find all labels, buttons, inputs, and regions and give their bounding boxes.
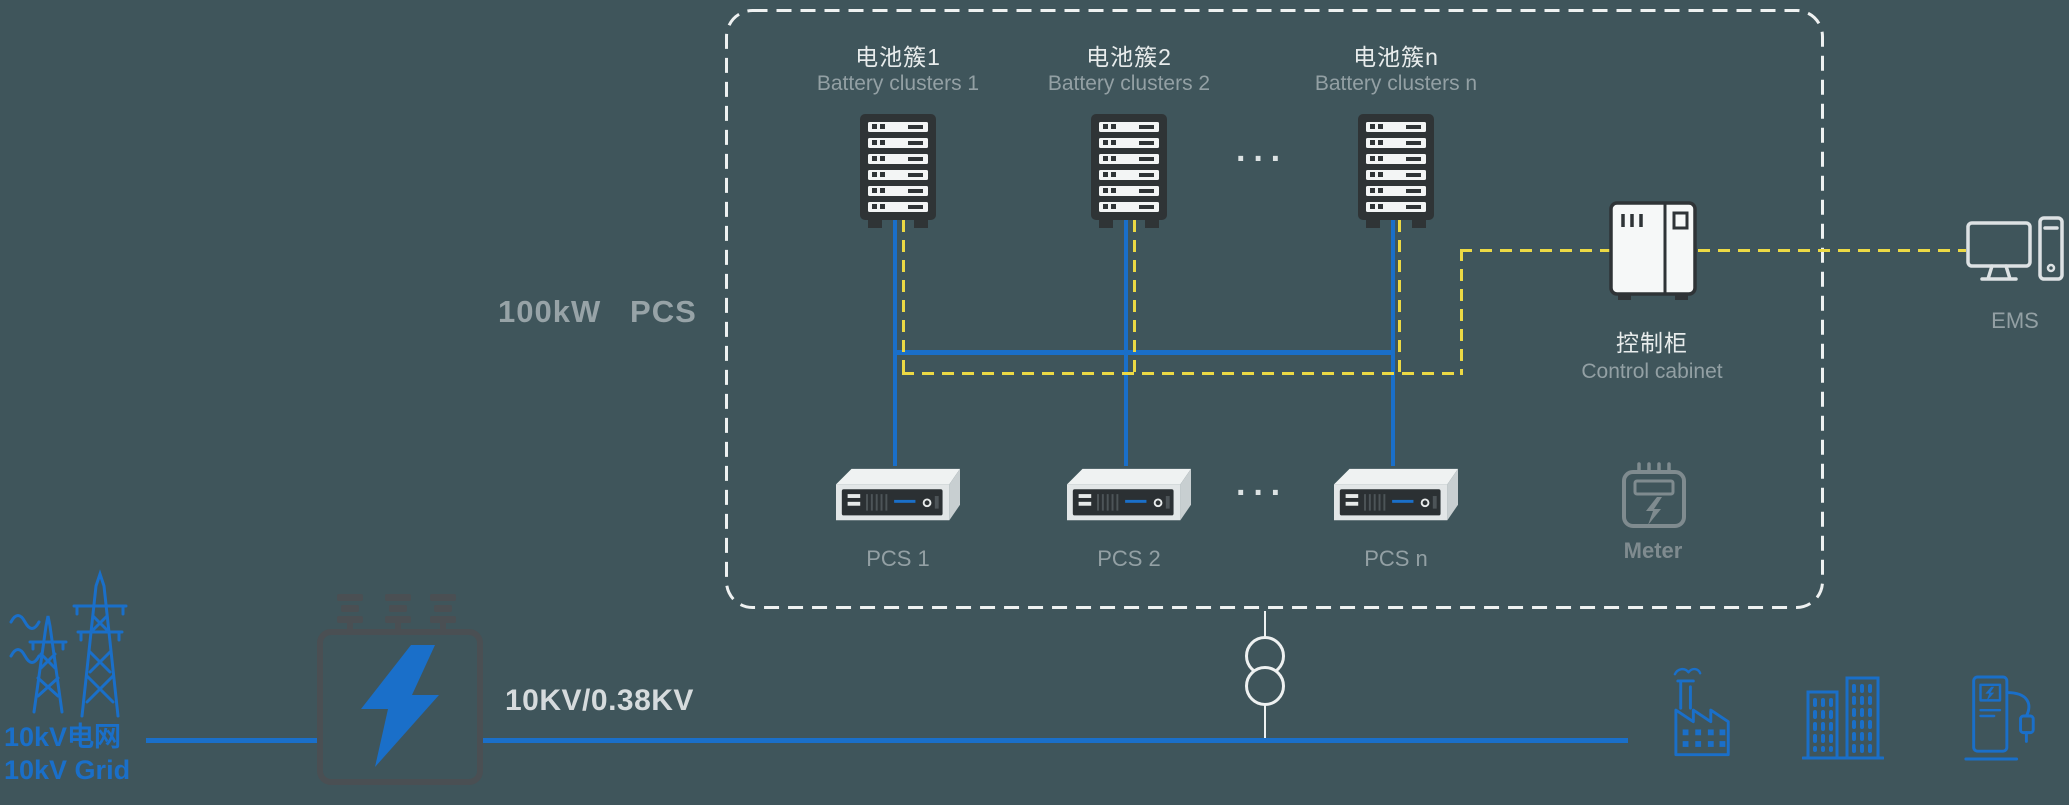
- comm-line-cluster-1: [902, 220, 905, 375]
- ev-charger-icon: [1960, 670, 2042, 769]
- grid-label-zh: 10kV电网: [4, 722, 122, 752]
- pcs-power-rating-label: 100kW PCS: [498, 294, 697, 329]
- control-cabinet-label-zh: 控制柜: [1616, 330, 1688, 356]
- ems-computer-icon: [1966, 216, 2064, 293]
- dc-bus-line: [893, 350, 1395, 355]
- grid-tower-icon: [8, 560, 148, 725]
- meter-label: Meter: [1623, 538, 1683, 563]
- meter-icon: [1620, 462, 1688, 535]
- buildings-icon: [1801, 672, 1885, 769]
- pcs-unit-icon: [833, 466, 963, 533]
- comm-line-cluster-n: [1398, 220, 1401, 375]
- comm-line-to-cabinet: [1460, 249, 1610, 252]
- transformer-icon: [317, 629, 483, 785]
- battery-cluster-2-label-en: Battery clusters 2: [1047, 72, 1211, 95]
- battery-cluster-1-label-zh: 电池簇1: [855, 44, 941, 70]
- pcs-ellipsis: ···: [1236, 474, 1288, 512]
- pcs-1-label: PCS 1: [866, 546, 930, 571]
- comm-riser-line: [1460, 249, 1463, 375]
- transformer-bushing-icon: [337, 592, 363, 637]
- transformer-bushing-icon: [385, 592, 411, 637]
- pole-transformer-symbol: [1245, 666, 1285, 706]
- lv-bus-line: [146, 738, 1628, 743]
- battery-cluster-n-label-zh: 电池簇n: [1353, 44, 1439, 70]
- transformer-bushing-icon: [430, 592, 456, 637]
- battery-rack-icon: [1088, 112, 1170, 235]
- pcs-system-boundary: [725, 9, 1824, 609]
- battery-cluster-n-label-en: Battery clusters n: [1314, 72, 1478, 95]
- comm-bus-line: [902, 372, 1463, 375]
- control-cabinet-label-en: Control cabinet: [1581, 360, 1723, 383]
- pcs-unit-icon: [1064, 466, 1194, 533]
- dc-line-cluster-1: [893, 220, 897, 466]
- control-cabinet-icon: [1608, 200, 1698, 307]
- dc-line-cluster-n: [1391, 220, 1395, 466]
- battery-rack-icon: [1355, 112, 1437, 235]
- pcs-2-label: PCS 2: [1097, 546, 1161, 571]
- factory-icon: [1672, 664, 1736, 765]
- clusters-ellipsis: ···: [1236, 140, 1288, 178]
- pcs-unit-icon: [1331, 466, 1461, 533]
- comm-line-to-ems: [1698, 249, 1966, 252]
- ems-label: EMS: [1991, 308, 2039, 333]
- comm-line-cluster-2: [1133, 220, 1136, 375]
- battery-rack-icon: [857, 112, 939, 235]
- dc-line-cluster-2: [1124, 220, 1128, 466]
- grid-label-en: 10kV Grid: [4, 755, 131, 785]
- transformer-ratio-label: 10KV/0.38KV: [505, 684, 694, 717]
- pcs-n-label: PCS n: [1364, 546, 1428, 571]
- battery-cluster-1-label-en: Battery clusters 1: [816, 72, 980, 95]
- battery-cluster-2-label-zh: 电池簇2: [1086, 44, 1172, 70]
